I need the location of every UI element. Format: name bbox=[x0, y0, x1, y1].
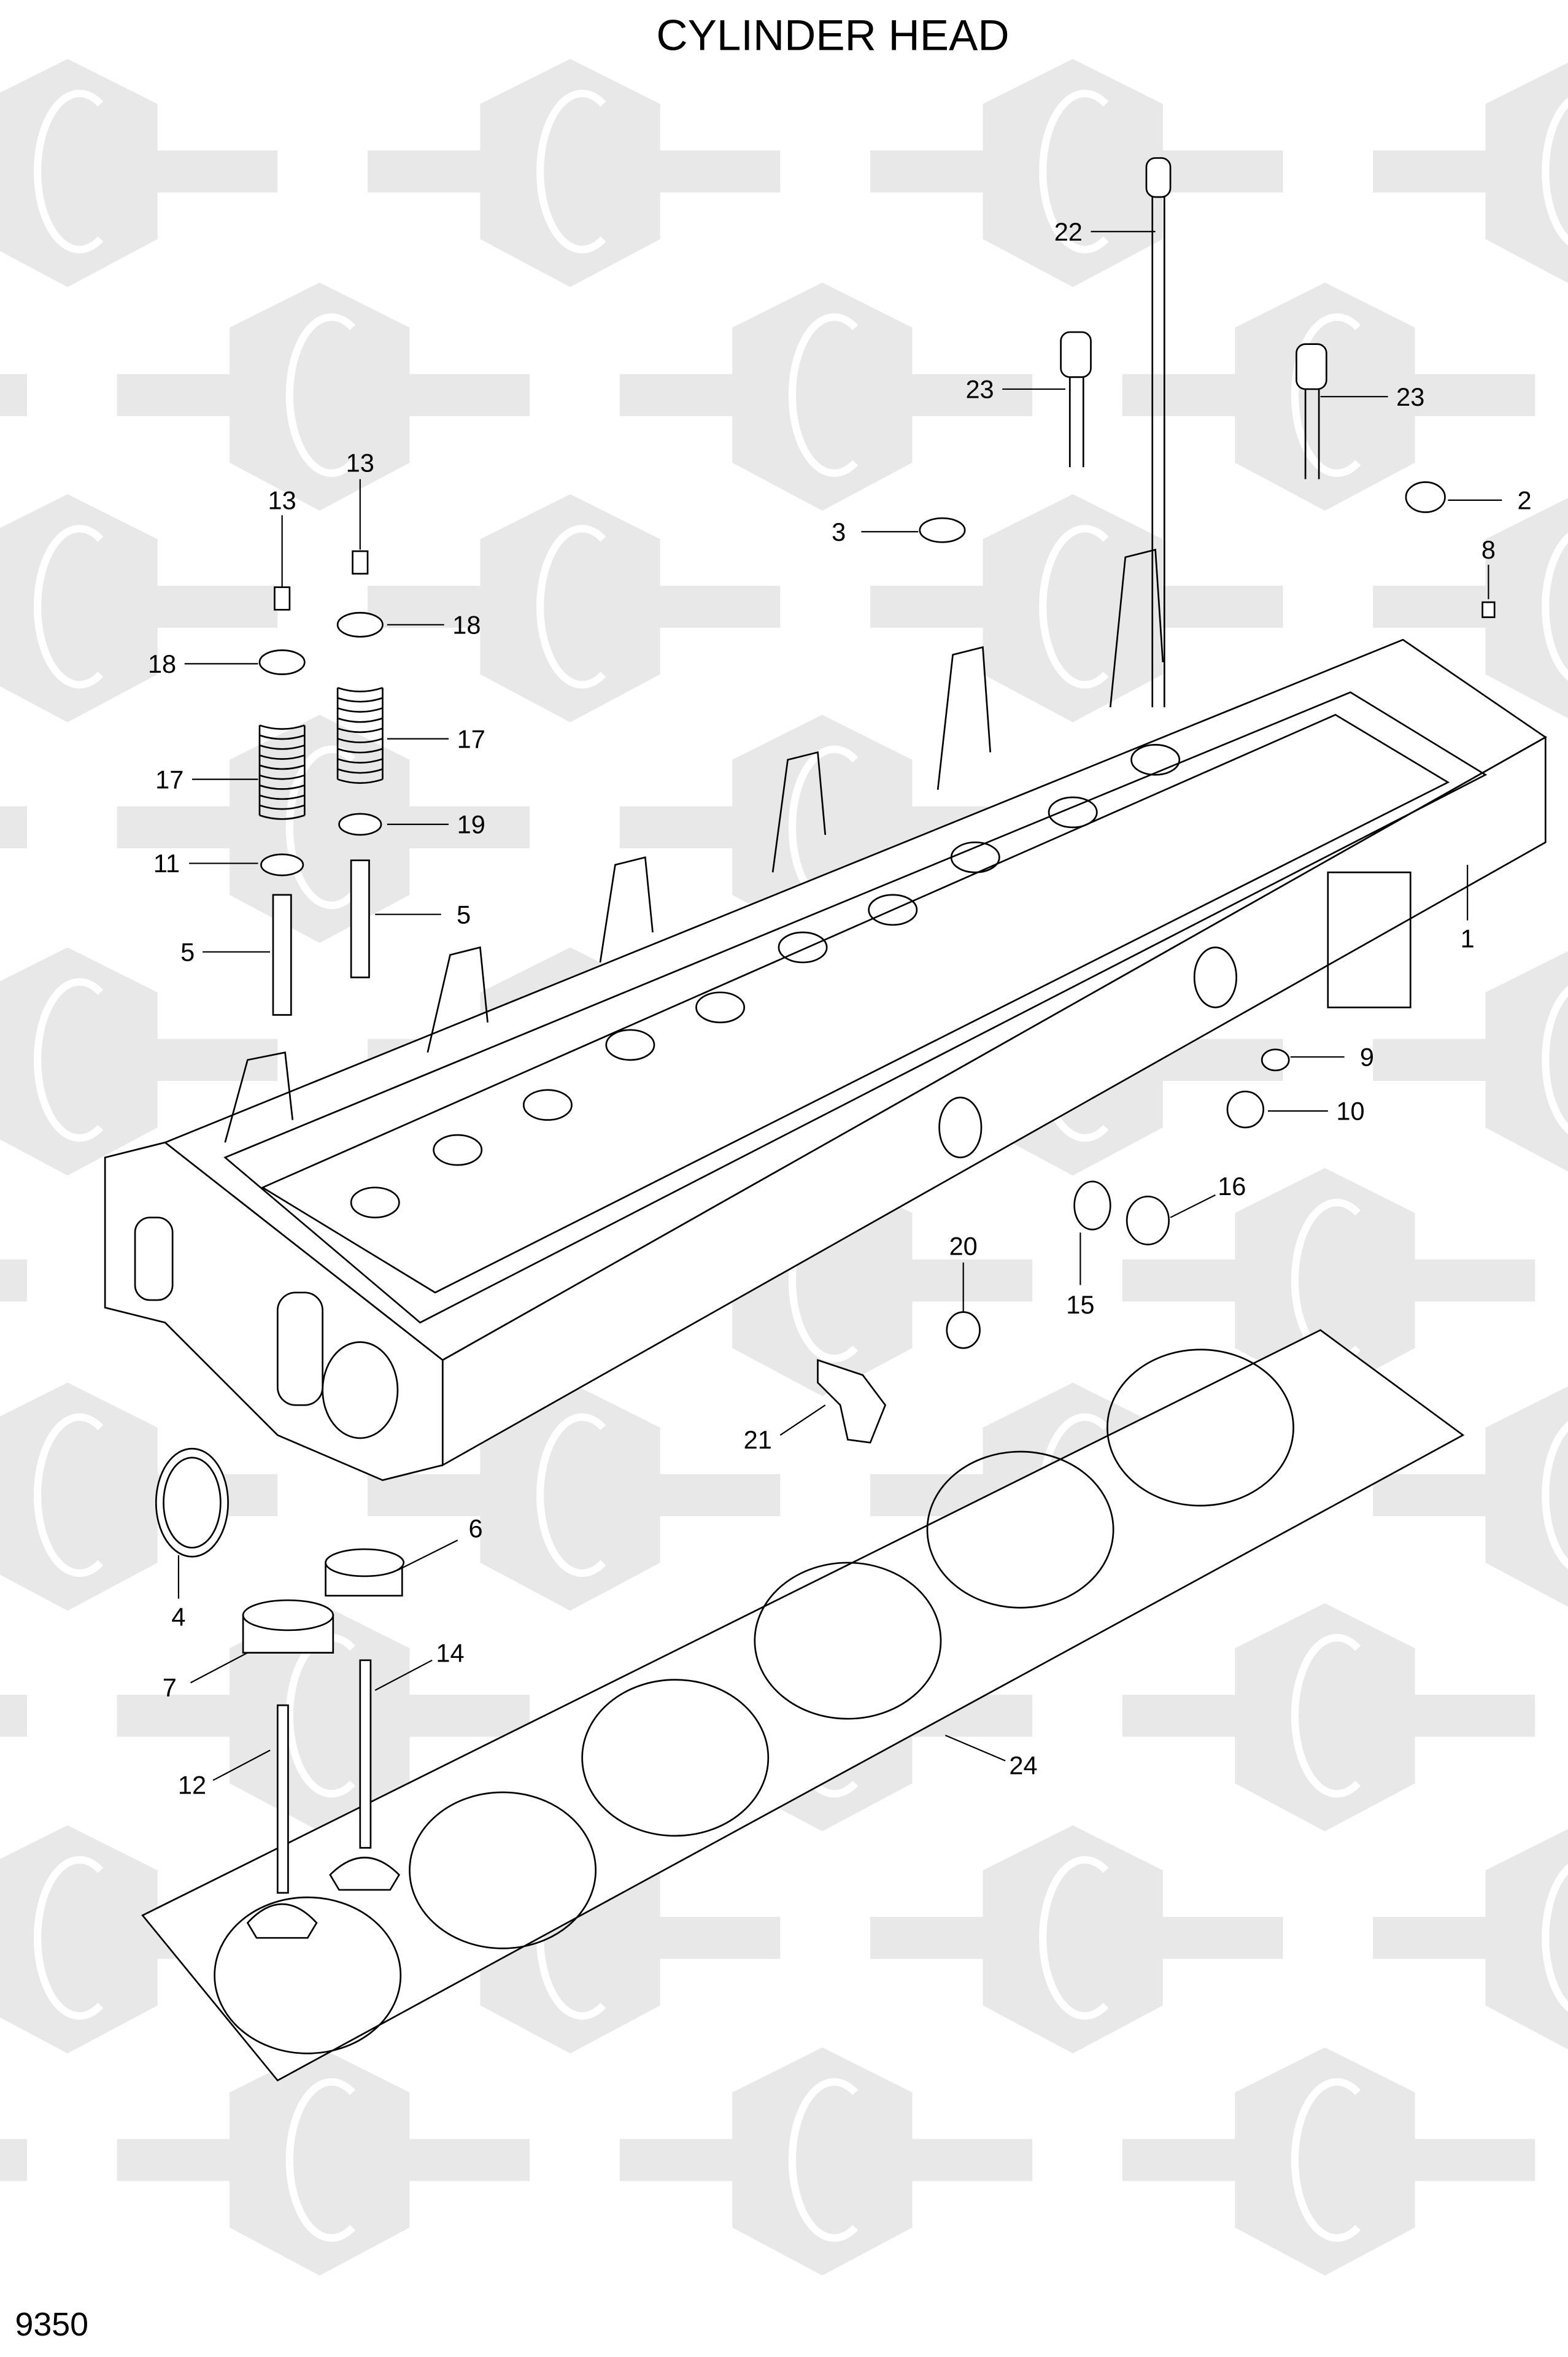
gasket-bore bbox=[1106, 1349, 1294, 1507]
cylinder-head bbox=[104, 548, 1547, 1481]
callout-14: 14 bbox=[436, 1638, 464, 1667]
head-bolt-short-left bbox=[1060, 331, 1092, 468]
callout-4: 4 bbox=[171, 1603, 185, 1631]
watermark-logo bbox=[1373, 1386, 1568, 1607]
callout-5-right: 5 bbox=[457, 900, 471, 929]
callout-17-left: 17 bbox=[155, 765, 183, 794]
valve-port bbox=[350, 1186, 400, 1218]
head-gasket bbox=[141, 1329, 1465, 2082]
callout-13-right: 13 bbox=[346, 448, 374, 477]
callout-24: 24 bbox=[1009, 1751, 1037, 1780]
gasket-bore bbox=[754, 1562, 942, 1720]
diagram-title: CYLINDER HEAD bbox=[656, 11, 1009, 60]
watermark-logo bbox=[0, 2138, 28, 2181]
callout-13-left: 13 bbox=[268, 486, 296, 515]
callout-19: 19 bbox=[457, 810, 485, 839]
valve-port bbox=[695, 991, 746, 1024]
watermark-logo bbox=[870, 494, 1283, 722]
callout-15: 15 bbox=[1066, 1290, 1094, 1319]
callout-17-right: 17 bbox=[457, 724, 485, 753]
watermark-logo bbox=[0, 494, 278, 722]
watermark-logo bbox=[1373, 63, 1568, 284]
valve-port bbox=[778, 931, 828, 964]
valve-port bbox=[1048, 796, 1098, 829]
valve-port bbox=[433, 1134, 483, 1166]
valve-train-left bbox=[258, 586, 306, 1016]
watermark-logo bbox=[1122, 1167, 1535, 1396]
valve-port bbox=[950, 841, 1000, 873]
gasket-bore bbox=[214, 1896, 402, 2054]
callout-11: 11 bbox=[153, 849, 180, 878]
callout-18-left: 18 bbox=[148, 649, 176, 678]
watermark-logo bbox=[368, 1382, 781, 1611]
callout-6: 6 bbox=[469, 1514, 483, 1542]
watermark-logo bbox=[0, 1695, 28, 1737]
watermark-logo bbox=[1122, 1603, 1535, 1832]
callout-9: 9 bbox=[1360, 1043, 1374, 1072]
valve-port bbox=[1130, 744, 1181, 776]
watermark-logo bbox=[117, 282, 530, 511]
callout-21: 21 bbox=[744, 1425, 772, 1454]
valve-train-right bbox=[336, 550, 384, 978]
callout-5-left: 5 bbox=[180, 937, 195, 966]
leader-lines bbox=[177, 231, 1502, 1781]
callout-16: 16 bbox=[1218, 1172, 1246, 1201]
callout-3: 3 bbox=[832, 517, 846, 546]
gasket-bore bbox=[581, 1679, 770, 1837]
watermark-logo bbox=[368, 59, 781, 287]
valve-port bbox=[522, 1089, 573, 1121]
watermark-logo bbox=[0, 1382, 278, 1611]
callout-1: 1 bbox=[1461, 924, 1475, 953]
head-bolt-short-right bbox=[1296, 343, 1327, 479]
watermark-logo bbox=[1373, 951, 1568, 1172]
callout-12: 12 bbox=[178, 1770, 206, 1799]
callout-18-right: 18 bbox=[452, 610, 481, 639]
watermark-logo bbox=[619, 2047, 1033, 2276]
watermark-logo bbox=[0, 374, 28, 416]
watermark-logo bbox=[870, 59, 1283, 287]
watermark-logo bbox=[1122, 2047, 1535, 2276]
watermark-logo bbox=[1373, 498, 1568, 719]
page-number: 9350 bbox=[15, 2306, 88, 2343]
valve-port bbox=[605, 1029, 655, 1061]
callout-20: 20 bbox=[949, 1232, 978, 1261]
watermark-logo bbox=[870, 1825, 1283, 2054]
watermark-logo bbox=[0, 947, 278, 1176]
watermark-logo bbox=[1373, 1829, 1568, 2049]
valve-port bbox=[868, 894, 918, 926]
callout-10: 10 bbox=[1336, 1097, 1364, 1126]
callout-23-right: 23 bbox=[1396, 382, 1424, 411]
small-parts bbox=[155, 481, 1496, 1939]
gasket-bore bbox=[409, 1791, 597, 1949]
callout-labels: 22 23 23 13 13 3 2 8 18 18 17 17 19 11 5… bbox=[148, 217, 1532, 1800]
gasket-bore bbox=[926, 1450, 1114, 1609]
watermark-logo bbox=[619, 282, 1033, 511]
callout-22: 22 bbox=[1054, 217, 1083, 246]
head-bolt-long bbox=[1145, 157, 1172, 708]
watermark-logo bbox=[117, 2047, 530, 2276]
callout-23-left: 23 bbox=[965, 375, 994, 404]
watermark-logo bbox=[0, 1260, 28, 1302]
callout-7: 7 bbox=[163, 1673, 177, 1702]
watermark-logo bbox=[0, 59, 278, 287]
watermark-logo bbox=[0, 806, 28, 849]
callout-2: 2 bbox=[1518, 486, 1532, 515]
watermark-logo bbox=[368, 494, 781, 722]
callout-8: 8 bbox=[1481, 535, 1496, 564]
